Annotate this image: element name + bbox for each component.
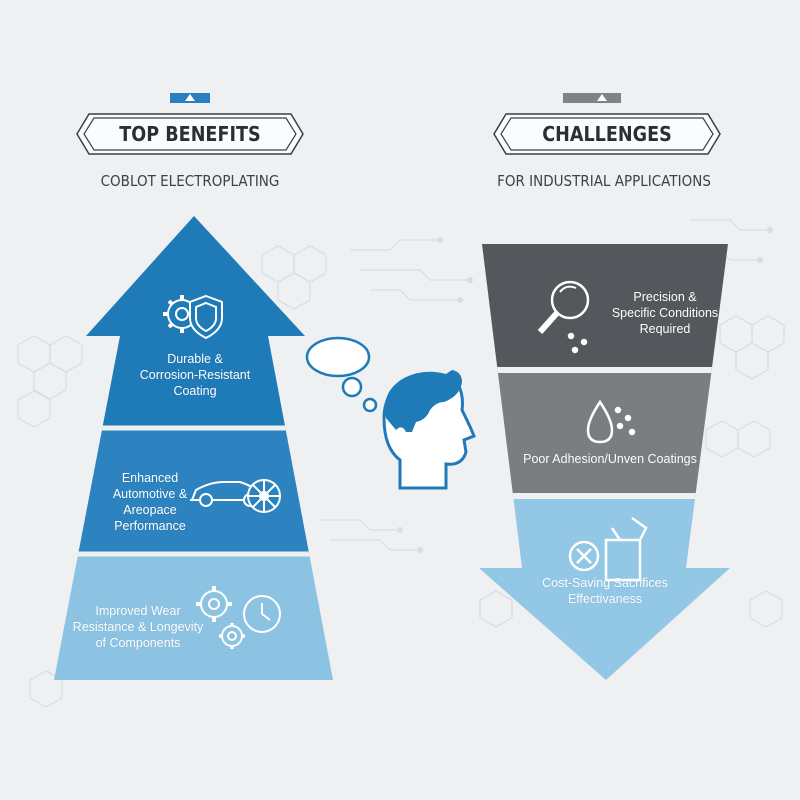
benefit-label-3: Improved Wear Resistance & Longevity of … <box>72 604 204 650</box>
left-banner: TOP BENEFITS <box>75 112 305 156</box>
left-title: TOP BENEFITS <box>119 122 261 146</box>
magnifier-icon <box>537 280 590 354</box>
benefit-band-2 <box>54 428 333 554</box>
benefit-band-3 <box>54 554 333 680</box>
challenge-label-2: Poor Adhesion/Unven Coatings <box>523 452 697 466</box>
right-title: CHALLENGES <box>542 122 672 146</box>
gears-clock-icon <box>196 586 281 649</box>
right-banner: CHALLENGES <box>492 112 722 156</box>
right-subtitle: FOR INDUSTRIAL APPLICATIONS <box>497 172 711 190</box>
challenge-label-1: Precision & Specific Conditions Required <box>611 290 719 336</box>
benefit-label-2: Enhanced Automotive & Areopace Performan… <box>112 471 188 533</box>
gear-shield-icon <box>163 294 223 340</box>
droplet-icon <box>586 399 636 444</box>
challenge-band-1 <box>479 244 730 370</box>
challenge-band-2 <box>479 370 730 496</box>
box-cross-icon <box>568 516 648 582</box>
benefit-label-1: Durable & Corrosion-Resistant Coating <box>139 352 251 398</box>
car-turbine-icon <box>190 479 281 513</box>
left-subtitle: COBLOT ELECTROPLATING <box>100 172 280 190</box>
challenge-label-3: Cost-Saving Sacrifices Effectivaness <box>542 576 668 606</box>
